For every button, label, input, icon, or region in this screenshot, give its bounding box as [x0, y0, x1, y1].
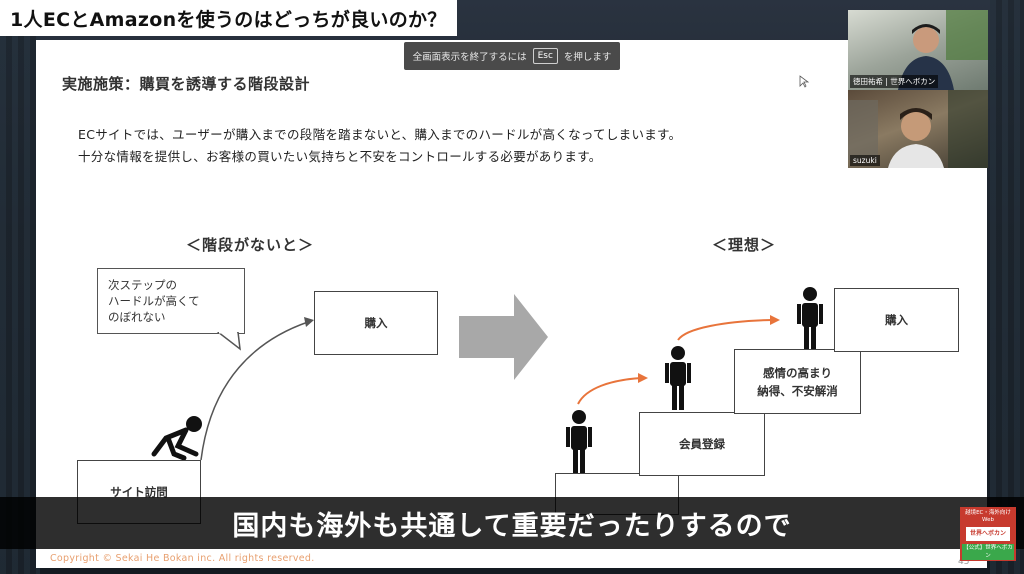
esc-key: Esc [532, 48, 558, 64]
emotion-line-2: 納得、不安解消 [757, 383, 838, 398]
slide-title: 実施施策：購買を誘導する階段設計 [62, 75, 311, 93]
slide-paragraph: ECサイトでは、ユーザーが購入までの段階を踏まないと、購入までのハードルが高くな… [78, 124, 681, 168]
orange-arrow-1 [577, 377, 642, 405]
standing-person-icon-1 [566, 410, 592, 474]
slide-copyright: Copyright © Sekai He Bokan inc. All righ… [50, 553, 315, 564]
bubble-line-2: ハードルが高くて [108, 294, 200, 308]
person-bottom-avatar [848, 90, 988, 168]
subtitle-background [0, 497, 1024, 549]
channel-badge-bottom: 【公式】世界へボカン [962, 544, 1014, 560]
left-purchase-box: 購入 [314, 291, 438, 355]
esc-hint-before: 全画面表示を終了するには [412, 52, 527, 63]
camera-feed-top[interactable]: 徳田祐希 | 世界へボカン [848, 10, 988, 90]
background-building-right [990, 0, 1024, 574]
paragraph-line-1: ECサイトでは、ユーザーが購入までの段階を踏まないと、購入までのハードルが高くな… [78, 127, 682, 142]
left-heading: ＜階段がないと＞ [186, 236, 315, 254]
camera-top-label: 徳田祐希 | 世界へボカン [850, 75, 939, 88]
video-title: 1人ECとAmazonを使うのはどっちが良いのか？ [0, 0, 457, 36]
slide-page-number: 45 [958, 557, 970, 567]
crouching-person-icon [151, 416, 202, 461]
channel-badge-top: 越境EC・海外向けWeb [965, 510, 1011, 523]
bubble-line-1: 次ステップの [108, 278, 177, 292]
bubble-line-3: のぼれない [108, 310, 166, 324]
speech-bubble: 次ステップの ハードルが高くて のぼれない [97, 268, 245, 334]
exit-fullscreen-hint[interactable]: 全画面表示を終了するには Esc を押します [404, 42, 620, 70]
emotion-box: 感情の高まり 納得、不安解消 [734, 349, 861, 414]
mouse-cursor-icon [799, 75, 810, 88]
paragraph-line-2: 十分な情報を提供し、お客様の買いたい気持ちと不安をコントロールする必要があります… [78, 149, 602, 164]
member-registration-box: 会員登録 [639, 412, 765, 476]
subtitle-caption: 国内も海外も共通して重要だったりするので [232, 510, 792, 542]
orange-arrow-2 [677, 319, 773, 341]
orange-arrowhead-2 [770, 315, 780, 325]
standing-person-icon-2 [665, 346, 691, 410]
orange-arrowhead-1 [638, 373, 648, 383]
standing-person-icon-3 [797, 287, 823, 351]
emotion-line-1: 感情の高まり [763, 365, 832, 380]
camera-bottom-label: suzuki [850, 155, 880, 166]
slide-graphics [151, 75, 823, 474]
left-curve-arrow [200, 321, 309, 461]
right-purchase-box: 購入 [834, 288, 959, 352]
presentation-slide: 実施施策：購買を誘導する階段設計 ECサイトでは、ユーザーが購入までの段階を踏ま… [36, 40, 987, 568]
right-heading: ＜理想＞ [712, 236, 777, 254]
speech-bubble-tail [216, 332, 241, 351]
channel-logo[interactable]: 越境EC・海外向けWeb 世界へボカン 【公式】世界へボカン [960, 507, 1016, 561]
camera-feed-bottom[interactable]: suzuki [848, 90, 988, 168]
channel-badge-middle: 世界へボカン [966, 527, 1010, 541]
left-curve-arrowhead [304, 317, 314, 327]
background-building-left [0, 0, 40, 574]
big-transition-arrow [459, 294, 548, 380]
esc-hint-after: を押します [563, 52, 612, 63]
